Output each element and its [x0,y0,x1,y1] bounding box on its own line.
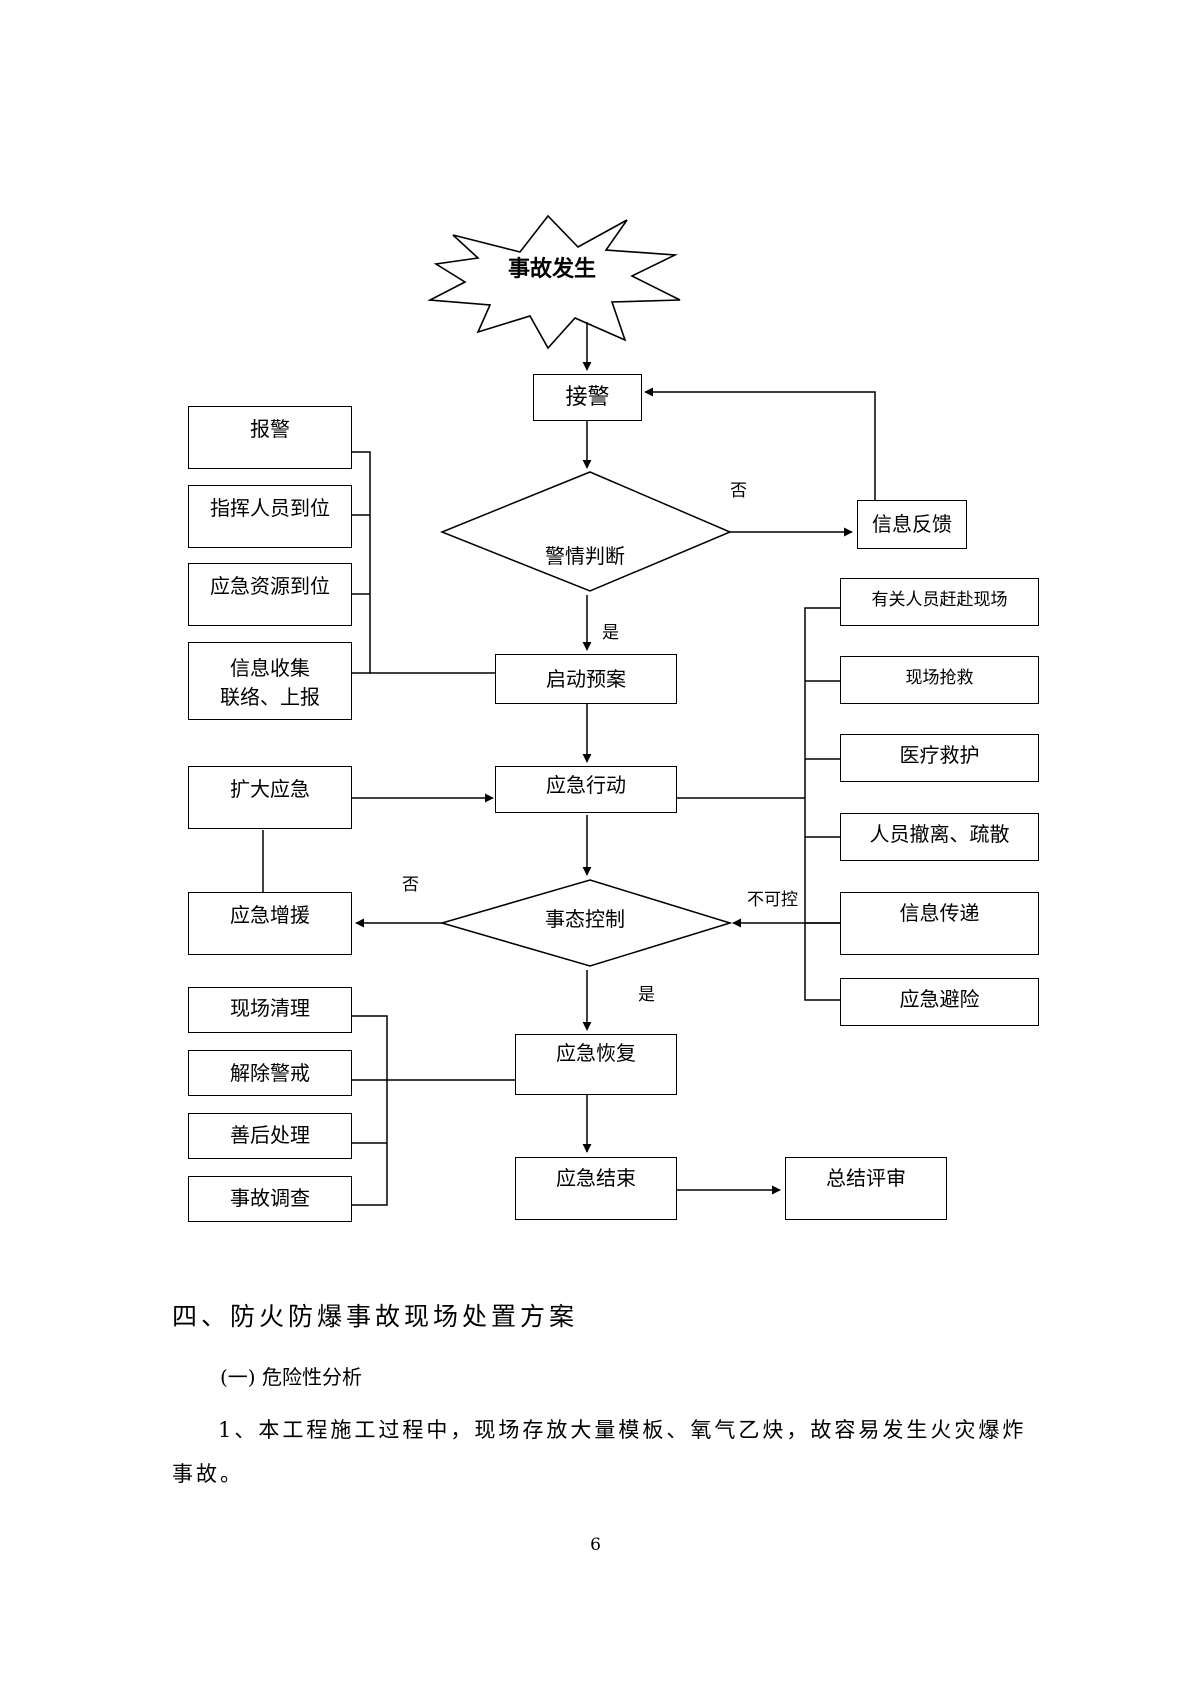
section-heading: 四、防火防爆事故现场处置方案 [172,1302,579,1331]
left-task-resources: 应急资源到位 [188,563,352,626]
left-task-info: 信息收集 联络、上报 [188,642,352,720]
right-action-medical: 医疗救护 [840,734,1039,782]
feedback-box: 信息反馈 [857,500,967,549]
left-task-info-line2: 联络、上报 [220,685,320,709]
body-paragraph: 1、本工程施工过程中，现场存放大量模板、氧气乙炔，故容易发生火灾爆炸事故。 [172,1418,1027,1486]
judge-diamond [439,471,732,592]
recovery-box: 应急恢复 [515,1034,677,1095]
label-uncontrollable: 不可控 [747,890,798,910]
flowchart-lines [262,214,876,1206]
right-action-rescue: 现场抢救 [840,656,1039,704]
end-box: 应急结束 [515,1157,677,1220]
accident-starburst [427,214,681,350]
label-yes-top: 是 [602,623,619,643]
review-box: 总结评审 [785,1157,947,1220]
left-task-commander: 指挥人员到位 [188,485,352,548]
reinforcement-box: 应急增援 [188,892,352,955]
start-label: 事故发生 [508,257,597,282]
page-number: 6 [590,1535,601,1555]
recovery-task-cleanup: 现场清理 [188,987,352,1033]
activate-plan-box: 启动预案 [495,654,677,704]
right-action-evacuate: 人员撤离、疏散 [840,813,1039,861]
left-task-info-line1: 信息收集 [230,656,310,680]
right-action-avoid: 应急避险 [840,978,1039,1026]
judge-label: 警情判断 [545,544,625,568]
emergency-flowchart: 事故发生 警情判断 事态控制 接警 信息反馈 启动预案 应急行动 应急恢复 应急… [188,214,1039,1222]
recovery-task-lift-cordon: 解除警戒 [188,1050,352,1096]
left-task-alarm: 报警 [188,406,352,469]
receive-alarm-box: 接警 [533,374,642,421]
emergency-action-box: 应急行动 [495,766,677,813]
control-label: 事态控制 [545,907,625,931]
label-no-mid: 否 [402,875,419,895]
label-yes-mid: 是 [638,985,655,1005]
expand-emergency-box: 扩大应急 [188,766,352,829]
right-action-rush: 有关人员赶赴现场 [840,578,1039,626]
right-action-info: 信息传递 [840,892,1039,955]
recovery-task-investigation: 事故调查 [188,1176,352,1222]
control-diamond [439,879,733,967]
subsection-heading: (一) 危险性分析 [220,1365,362,1389]
label-no-top: 否 [730,481,747,501]
recovery-task-aftermath: 善后处理 [188,1113,352,1159]
